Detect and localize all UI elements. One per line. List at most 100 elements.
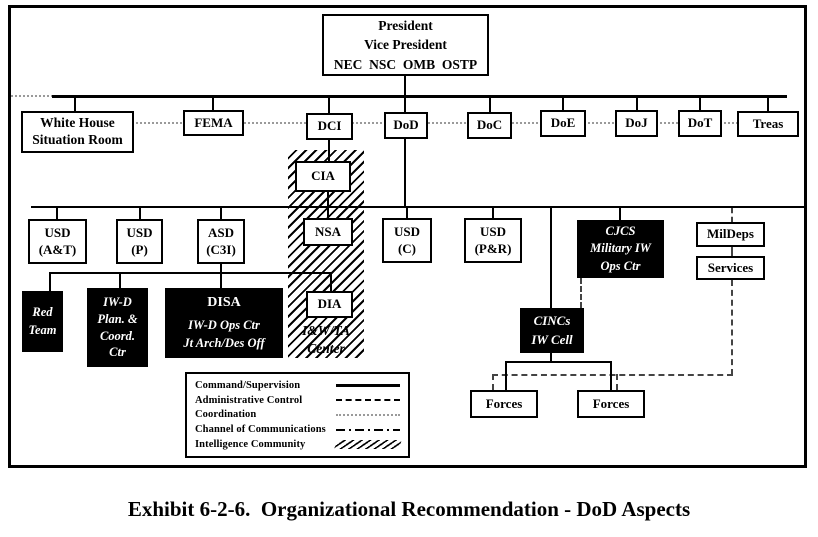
node-cia-label: CIA — [311, 168, 335, 184]
node-usd-c: USD (C) — [382, 218, 432, 263]
hatch-pattern-sample — [333, 440, 403, 450]
node-cincs-iw-cell: CINCs IW Cell — [520, 308, 584, 353]
node-forces-left-label: Forces — [485, 395, 523, 411]
connector-line — [56, 208, 58, 220]
node-dod: DoD — [384, 112, 428, 139]
connector-line — [492, 208, 494, 219]
dotted-line-sample — [336, 413, 400, 416]
node-iwta-center: I&W/TA Center — [286, 322, 366, 357]
node-iwd-ctr-label: IW-D Plan. & Coord. Ctr — [97, 294, 138, 360]
connector-line — [220, 272, 222, 288]
dashed-line-sample — [336, 399, 400, 402]
node-cjcs-military-iw-ops-ctr: CJCS Military IW Ops Ctr — [577, 220, 664, 278]
bus-to-cincs-line — [550, 208, 552, 309]
cincs-down-line — [550, 352, 552, 363]
node-mildeps-label: MilDeps — [707, 226, 754, 242]
legend-label-administrative-control: Administrative Control — [195, 394, 303, 406]
dashed-to-forces-line — [616, 374, 618, 390]
asd-subbus-line — [49, 272, 332, 274]
solid-line-sample — [336, 383, 400, 387]
top-command-bus-line — [52, 95, 787, 98]
connector-line — [562, 97, 564, 111]
node-disa-title: DISA — [207, 294, 241, 310]
cjcs-to-cincs-dashed-line — [580, 278, 582, 308]
node-forces-right: Forces — [577, 390, 645, 418]
connector-line — [619, 208, 621, 221]
exhibit-caption: Exhibit 6-2-6. Organizational Recommenda… — [127, 497, 691, 521]
node-doe-label: DoE — [550, 115, 576, 131]
node-white-house-label: White House Situation Room — [32, 115, 123, 147]
node-usd-p-label: USD (P) — [126, 225, 153, 257]
dashdot-line-sample — [336, 428, 400, 431]
dci-to-cia-line — [328, 140, 330, 162]
node-forces-left: Forces — [470, 390, 538, 418]
node-dci-label: DCI — [317, 118, 342, 134]
admin-control-dashed-bus — [492, 374, 733, 376]
dod-command-bus-line — [31, 206, 807, 208]
node-nsa-label: NSA — [314, 223, 341, 239]
node-cincs-label: CINCs IW Cell — [531, 313, 573, 347]
node-dod-label: DoD — [393, 117, 419, 133]
connector-line — [328, 97, 330, 114]
node-usd-at-label: USD (A&T) — [38, 225, 77, 257]
dashed-to-forces-line — [492, 374, 494, 390]
node-services-label: Services — [707, 259, 754, 275]
node-usd-pr-label: USD (P&R) — [474, 224, 512, 256]
node-doj-label: DoJ — [625, 115, 648, 131]
legend-row-administrative-control: Administrative Control — [195, 395, 400, 406]
node-disa-subtitle: IW-D Ops Ctr Jt Arch/Des Off — [183, 318, 265, 351]
connector-line — [505, 361, 507, 390]
connector-line — [767, 97, 769, 112]
legend-row-command-supervision: Command/Supervision — [195, 380, 400, 391]
node-forces-right-label: Forces — [592, 395, 630, 411]
president-to-bus-line — [404, 76, 406, 96]
node-fema: FEMA — [183, 110, 244, 136]
connector-line — [220, 208, 222, 220]
coordination-dotted-line — [11, 95, 53, 97]
node-dot-label: DoT — [687, 115, 713, 131]
node-treas-label: Treas — [752, 115, 784, 131]
legend-row-coordination: Coordination — [195, 409, 400, 420]
node-usd-at: USD (A&T) — [28, 219, 87, 264]
diagram-border — [8, 5, 807, 468]
node-president-label: President Vice President NEC NSC OMB OST… — [333, 17, 478, 72]
node-president: President Vice President NEC NSC OMB OST… — [322, 14, 489, 76]
node-mildeps: MilDeps — [696, 222, 765, 247]
connector-line — [119, 272, 121, 288]
connector-line — [49, 272, 51, 291]
node-doj: DoJ — [615, 110, 658, 137]
node-doc: DoC — [467, 112, 512, 139]
dod-to-bus-line — [404, 138, 406, 206]
node-usd-c-label: USD (C) — [393, 224, 420, 256]
node-iwta-center-label: I&W/TA Center — [301, 323, 350, 356]
node-doc-label: DoC — [476, 117, 503, 133]
node-cia: CIA — [295, 161, 351, 192]
node-services: Services — [696, 256, 765, 280]
connector-line — [610, 361, 612, 390]
node-dot: DoT — [678, 110, 722, 137]
cia-to-nsa-line — [327, 191, 329, 219]
legend-label-command-supervision: Command/Supervision — [195, 379, 301, 391]
connector-line — [489, 97, 491, 113]
node-usd-p: USD (P) — [116, 219, 163, 264]
connector-line — [212, 97, 214, 111]
connector-line — [404, 97, 406, 113]
bus-to-mildeps-dashed-line — [731, 208, 733, 222]
legend-label-channel-of-communications: Channel of Communications — [195, 424, 326, 436]
connector-line — [699, 97, 701, 111]
node-dia-label: DIA — [317, 296, 342, 312]
node-fema-label: FEMA — [194, 114, 233, 130]
node-usd-pr: USD (P&R) — [464, 218, 522, 263]
node-treas: Treas — [737, 111, 799, 137]
node-dia: DIA — [306, 291, 353, 318]
connector-line — [406, 208, 408, 219]
node-disa: DISA IW-D Ops Ctr Jt Arch/Des Off — [165, 288, 283, 358]
node-asd-c3i-label: ASD (C3I) — [206, 225, 236, 257]
node-red-team: Red Team — [22, 291, 63, 352]
services-down-dashed-line — [731, 280, 733, 375]
legend-box: Command/Supervision Administrative Contr… — [185, 372, 410, 458]
connector-line — [139, 208, 141, 220]
legend-label-intelligence-community: Intelligence Community — [195, 439, 306, 451]
legend-row-intelligence-community: Intelligence Community — [195, 439, 403, 451]
